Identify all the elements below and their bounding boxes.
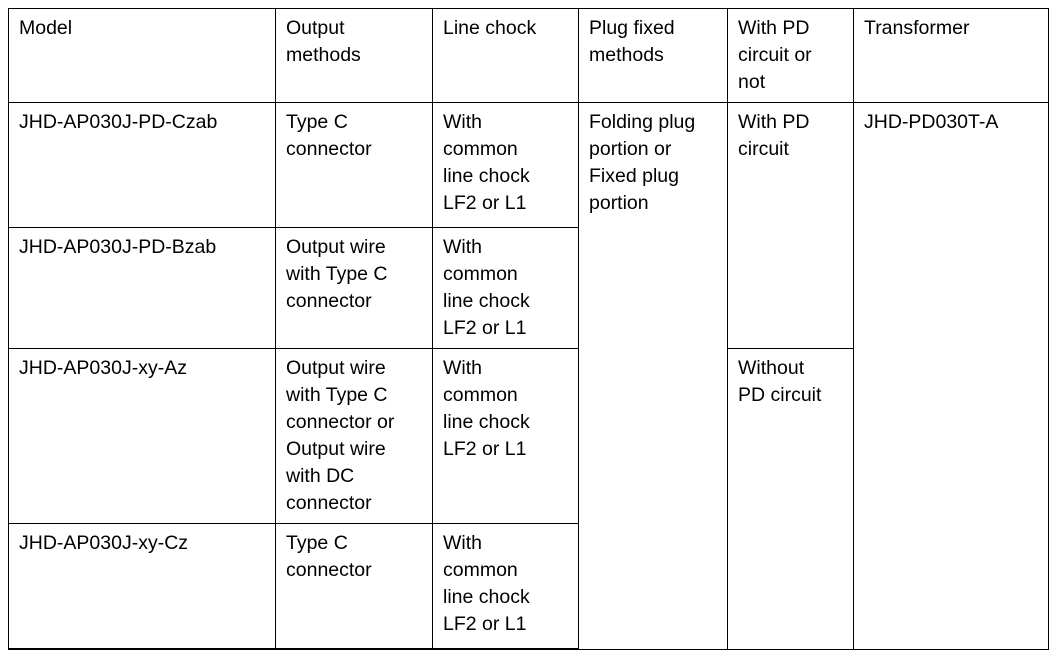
column-header-line-chock-label: Line chock <box>443 17 537 39</box>
column-header-plug-fixed-methods: Plug fixed methods <box>578 8 728 103</box>
cell-model-value: JHD-AP030J-xy-Az <box>19 357 187 379</box>
cell-model-value: JHD-AP030J-PD-Czab <box>19 111 218 133</box>
specification-table: Model Output methods Line chock Plug fix… <box>8 8 1049 650</box>
cell-model: JHD-AP030J-PD-Czab <box>8 102 276 228</box>
cell-model: JHD-AP030J-xy-Cz <box>8 523 276 650</box>
cell-model-value: JHD-AP030J-xy-Cz <box>19 532 189 554</box>
column-header-pd-circuit: With PD circuit or not <box>727 8 854 103</box>
column-header-pd-circuit-label: With PD circuit or not <box>738 17 812 93</box>
cell-transformer-merged: JHD-PD030T-A <box>853 102 1049 650</box>
table-row: JHD-AP030J-xy-Az Output wire with Type C… <box>8 348 1049 650</box>
cell-pd-circuit-with-merged: With PD circuit <box>727 102 854 349</box>
cell-pd-circuit-with-value: With PD circuit <box>738 111 810 160</box>
cell-output-methods-value: Output wire with Type C connector or Out… <box>286 357 395 514</box>
column-header-model: Model <box>8 8 276 103</box>
cell-line-chock: With common line chock LF2 or L1 <box>432 523 579 650</box>
cell-plug-fixed-methods-value: Folding plug portion or Fixed plug porti… <box>589 111 696 214</box>
cell-output-methods: Output wire with Type C connector <box>275 227 433 349</box>
column-header-transformer: Transformer <box>853 8 1049 103</box>
column-header-model-label: Model <box>19 17 73 39</box>
table-row: JHD-AP030J-PD-Czab Type C connector With… <box>8 102 1049 650</box>
cell-line-chock: With common line chock LF2 or L1 <box>432 348 579 524</box>
table-header-row: Model Output methods Line chock Plug fix… <box>8 8 1049 103</box>
column-header-output-methods: Output methods <box>275 8 433 103</box>
cell-line-chock-value: With common line chock LF2 or L1 <box>443 357 530 460</box>
column-header-output-methods-label: Output methods <box>286 17 361 66</box>
column-header-plug-fixed-methods-label: Plug fixed methods <box>589 17 675 66</box>
cell-plug-fixed-methods-merged: Folding plug portion or Fixed plug porti… <box>578 102 728 650</box>
cell-line-chock: With common line chock LF2 or L1 <box>432 102 579 228</box>
table-row: JHD-AP030J-xy-Cz Type C connector With c… <box>8 523 1049 650</box>
cell-line-chock-value: With common line chock LF2 or L1 <box>443 236 530 339</box>
cell-model: JHD-AP030J-xy-Az <box>8 348 276 524</box>
cell-pd-circuit-without-value: Without PD circuit <box>738 357 822 406</box>
column-header-line-chock: Line chock <box>432 8 579 103</box>
cell-output-methods: Type C connector <box>275 523 433 650</box>
cell-line-chock-value: With common line chock LF2 or L1 <box>443 111 530 214</box>
cell-model-value: JHD-AP030J-PD-Bzab <box>19 236 217 258</box>
table-row: JHD-AP030J-PD-Bzab Output wire with Type… <box>8 227 1049 349</box>
cell-pd-circuit-without-merged: Without PD circuit <box>727 348 854 650</box>
cell-output-methods: Output wire with Type C connector or Out… <box>275 348 433 524</box>
cell-model: JHD-AP030J-PD-Bzab <box>8 227 276 349</box>
cell-line-chock-value: With common line chock LF2 or L1 <box>443 532 530 635</box>
cell-output-methods-value: Type C connector <box>286 532 372 581</box>
cell-line-chock: With common line chock LF2 or L1 <box>432 227 579 349</box>
cell-output-methods-value: Type C connector <box>286 111 372 160</box>
cell-output-methods: Type C connector <box>275 102 433 228</box>
cell-output-methods-value: Output wire with Type C connector <box>286 236 388 312</box>
column-header-transformer-label: Transformer <box>864 17 970 39</box>
cell-transformer-value: JHD-PD030T-A <box>864 111 999 133</box>
